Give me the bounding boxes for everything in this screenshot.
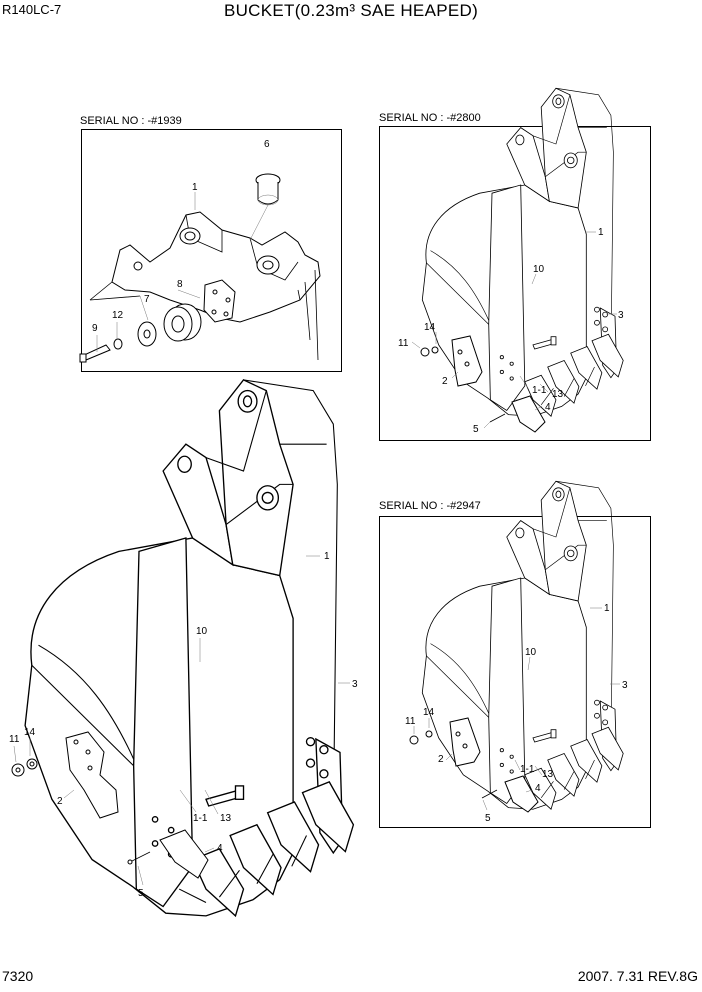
- callout: 4: [545, 402, 551, 413]
- callout: 2: [442, 376, 448, 387]
- callout: 13: [220, 813, 232, 824]
- callout: 14: [423, 707, 435, 718]
- main-bucket-illustration: [11, 379, 355, 917]
- callout: 4: [217, 843, 223, 854]
- main-callouts: 1 10 3 11 14 2 1-1 13 4 5: [9, 551, 358, 899]
- callout: 2: [57, 796, 63, 807]
- callout: 5: [485, 813, 491, 824]
- callout: 10: [525, 647, 537, 658]
- callout: 2: [438, 754, 444, 765]
- top-left-callouts: 1 6 8 7 9 12: [92, 139, 270, 334]
- callout: 10: [196, 626, 208, 637]
- callout: 11: [9, 734, 20, 745]
- callout: 13: [542, 769, 554, 780]
- page-number: 7320: [2, 968, 34, 984]
- callout: 1: [604, 603, 610, 614]
- serial-label-top-left: SERIAL NO : -#1939: [80, 115, 182, 127]
- bottom-right-bucket-illustration: [409, 480, 624, 813]
- panel-top-left-frame: [81, 129, 342, 372]
- callout: 14: [24, 727, 36, 738]
- callout: 9: [92, 323, 98, 334]
- callout: 1-1: [520, 764, 535, 775]
- callout: 1: [598, 227, 604, 238]
- bottom-right-callouts: 1 10 3 11 14 2 1-1 13 4 5: [405, 603, 628, 824]
- top-right-callouts: 1 10 3 14 11 2 1-1 13 4 5: [398, 227, 624, 435]
- revision-date: 2007. 7.31 REV.8G: [577, 968, 698, 984]
- page-title: BUCKET(0.23m³ SAE HEAPED): [223, 1, 479, 20]
- callout: 11: [405, 716, 416, 727]
- callout: 8: [177, 279, 183, 290]
- callout: 1: [192, 182, 198, 193]
- panel-top-right-frame: [379, 126, 651, 441]
- callout: 3: [618, 310, 624, 321]
- callout: 1-1: [193, 813, 208, 824]
- callout: 14: [424, 322, 436, 333]
- callout: 1-1: [532, 385, 547, 396]
- callout: 3: [352, 679, 358, 690]
- callout: 4: [535, 783, 541, 794]
- serial-label-top-right: SERIAL NO : -#2800: [379, 112, 481, 124]
- model-label: R140LC-7: [2, 2, 62, 17]
- top-right-bucket-illustration: [411, 87, 624, 433]
- callout: 10: [533, 264, 545, 275]
- callout: 5: [473, 424, 479, 435]
- callout: 12: [112, 310, 124, 321]
- callout: 5: [138, 888, 144, 899]
- callout: 11: [398, 338, 409, 349]
- panel-bottom-right-frame: [379, 516, 651, 828]
- top-left-assembly-illustration: [79, 173, 321, 363]
- callout: 3: [622, 680, 628, 691]
- callout: 7: [144, 294, 150, 305]
- callout: 13: [552, 389, 564, 400]
- callout: 6: [264, 139, 270, 150]
- serial-label-bottom-right: SERIAL NO : -#2947: [379, 500, 481, 512]
- callout: 1: [324, 551, 330, 562]
